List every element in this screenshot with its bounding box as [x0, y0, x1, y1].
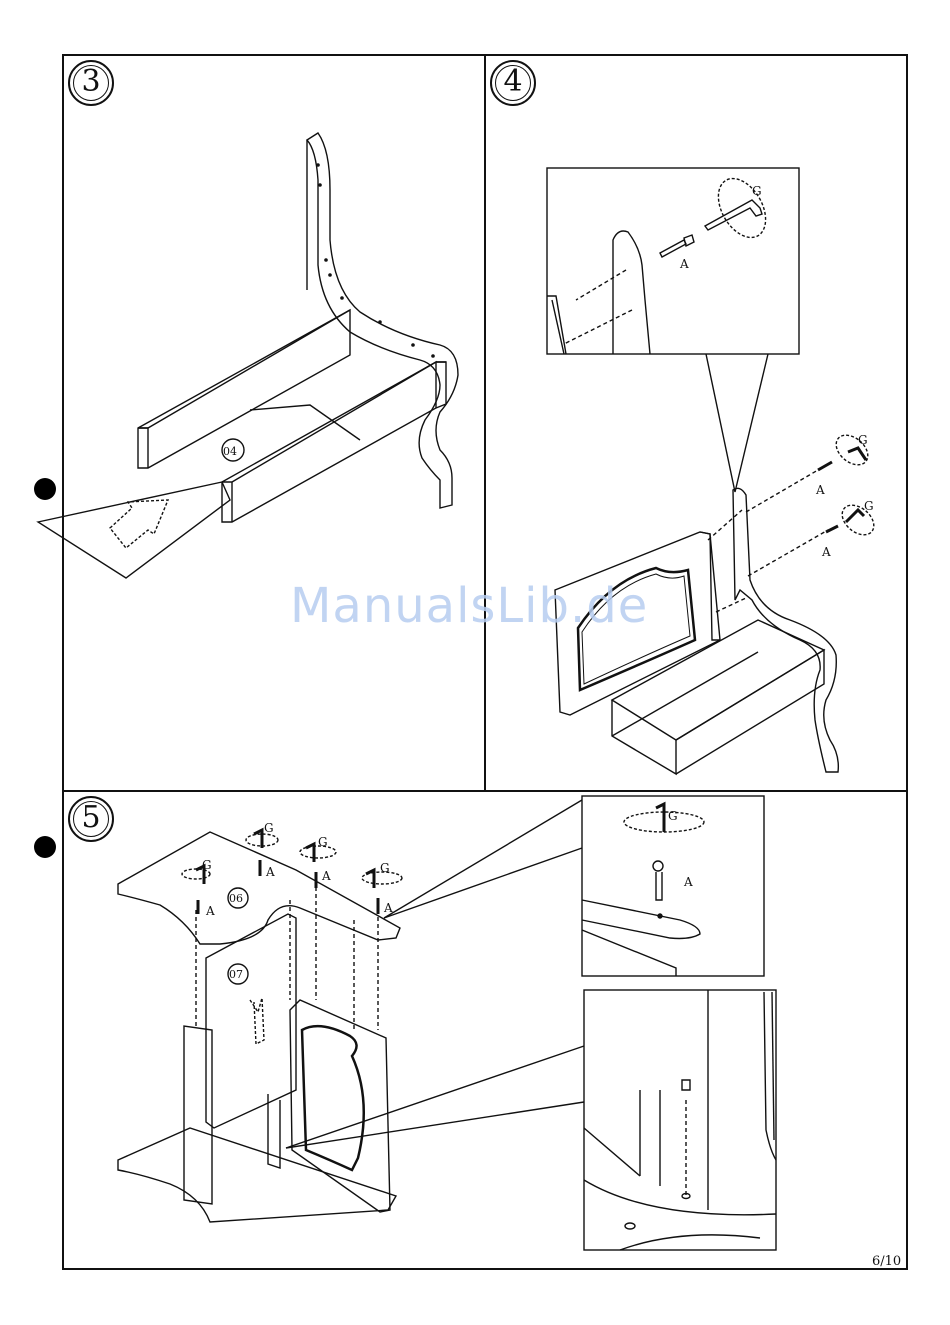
step-5-part-label-06: 06	[229, 892, 243, 905]
step-5-part-label-07: 07	[229, 968, 243, 981]
step-5-detail-label-g: G	[668, 809, 678, 823]
step-5-label-g-3: G	[318, 835, 328, 849]
step-5-label-a-2: A	[265, 865, 275, 879]
step-5-detail-label-a: A	[683, 875, 693, 889]
page-number: 6/10	[872, 1254, 901, 1269]
step-5-label-a-3: A	[321, 869, 331, 883]
step-5-label-g-2: G	[264, 821, 274, 835]
step-5-label-a-1: A	[205, 904, 215, 918]
step-5-label-g-1: G	[202, 858, 212, 872]
step-5-label-g-4: G	[380, 861, 390, 875]
watermark: ManualsLib.de	[290, 578, 648, 634]
